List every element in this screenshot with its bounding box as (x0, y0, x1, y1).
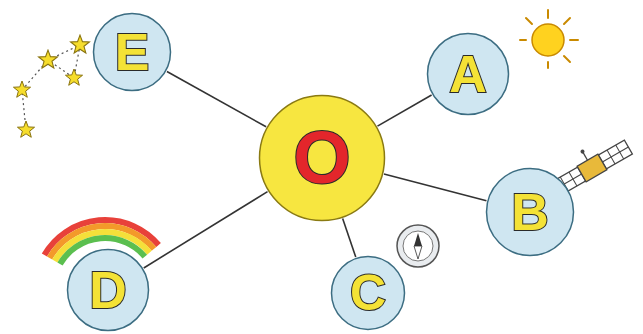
topic-circle: E (92, 12, 172, 92)
topic-circle: B (485, 167, 575, 257)
circle-shape (94, 14, 171, 91)
node-letter: E (115, 26, 150, 78)
connector-line (343, 219, 356, 257)
compass-icon (397, 225, 439, 267)
connector-line (144, 192, 268, 268)
topic-circle: C (330, 255, 406, 331)
sun-icon (520, 10, 578, 68)
node-letter: A (449, 48, 487, 100)
node-letter: B (511, 186, 549, 238)
circle-shape (68, 250, 149, 331)
center-circle: O (258, 94, 386, 222)
constellation (13, 35, 89, 137)
node-letter: O (293, 121, 351, 195)
circle-shape (332, 257, 405, 330)
circle-shape (428, 34, 509, 115)
node-letter: C (350, 268, 386, 318)
connector-line (384, 174, 486, 201)
circle-shape (487, 169, 574, 256)
connector-line (167, 71, 266, 126)
node-letter: D (89, 264, 127, 316)
topic-circle: D (66, 248, 150, 332)
connector-line (377, 95, 431, 126)
circle-shape (260, 96, 385, 221)
topic-circle: A (426, 32, 510, 116)
